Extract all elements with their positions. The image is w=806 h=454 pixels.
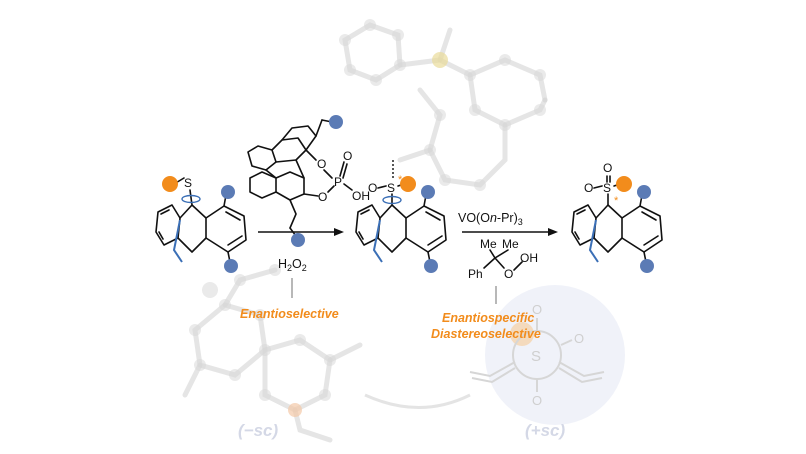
label-enantiospecific: Enantiospecific	[442, 311, 534, 325]
reaction-arrow-1: H2O2 Enantioselective	[240, 228, 344, 321]
chp-methyl-2: Me	[502, 237, 519, 251]
background-glow-circle	[485, 285, 625, 425]
chp-oxygen: O	[504, 267, 513, 281]
ghost-structure-bottom-left	[182, 264, 363, 443]
cpa-o-lower: O	[318, 190, 327, 204]
start-blue-group-bottom	[224, 259, 238, 273]
cpa-oh: OH	[352, 189, 370, 203]
background-orange-ball	[510, 322, 534, 346]
chp-methyl-1: Me	[480, 237, 497, 251]
sulfoxide-oxygen: O	[368, 181, 377, 195]
catalyst-vanadium: VO(On-Pr)3	[458, 211, 523, 227]
ghost-o-top: O	[532, 302, 542, 317]
ghost-structure-top	[339, 19, 548, 191]
sulfone-sulfur: S	[603, 181, 611, 195]
sulfone-oxygen-left: O	[584, 181, 593, 195]
cpa-blue-group-bottom	[291, 233, 305, 247]
label-enantioselective: Enantioselective	[240, 307, 339, 321]
cpa-blue-group-top	[329, 115, 343, 129]
cpa-phosphorus: P	[334, 175, 342, 189]
ghost-o-bottom: O	[532, 393, 542, 408]
sulfone-orange-group	[616, 176, 632, 192]
cpa-o-double: O	[343, 149, 352, 163]
sulfoxide-intermediate: S O *	[355, 160, 447, 273]
sulfoxide-sulfur: S	[387, 181, 395, 195]
sulfoxide-orange-group	[400, 176, 416, 192]
chiral-phosphoric-acid: O O P O OH	[247, 115, 370, 247]
oxidant-h2o2: H2O2	[278, 257, 307, 273]
cpa-o-upper: O	[317, 157, 326, 171]
sulfone-oxygen-top: O	[603, 161, 612, 175]
background-crystal-structures: S O O O (−sc) (+sc)	[182, 19, 625, 443]
sulfone-blue-group-bottom	[640, 259, 654, 273]
start-blue-group-top	[221, 185, 235, 199]
reaction-arrow-2: VO(On-Pr)3 Me Me Ph O OH Enantiospecific…	[431, 211, 558, 341]
conformer-plus-sc: (+sc)	[525, 421, 565, 440]
start-sulfur: S	[184, 176, 192, 190]
start-orange-group	[162, 176, 178, 192]
starting-thioether: S	[155, 176, 247, 273]
ghost-s-atom: S	[531, 348, 541, 365]
ghost-sulfone-projection: S O O O	[469, 302, 605, 408]
label-diastereoselective: Diastereoselective	[431, 327, 541, 341]
sulfone-stereo-star: *	[614, 195, 619, 207]
chp-phenyl: Ph	[468, 267, 483, 281]
sulfone-blue-group-top	[637, 185, 651, 199]
sulfoxide-blue-group-bottom	[424, 259, 438, 273]
background-curved-arrow	[364, 393, 471, 409]
chp-hydroxyl: OH	[520, 251, 538, 265]
sulfone-product: S O O *	[571, 161, 663, 273]
ghost-o-right: O	[574, 331, 584, 346]
sulfoxide-blue-group-top	[421, 185, 435, 199]
sulfoxide-stereo-star: *	[398, 174, 403, 186]
conformer-minus-sc: (−sc)	[238, 421, 278, 440]
